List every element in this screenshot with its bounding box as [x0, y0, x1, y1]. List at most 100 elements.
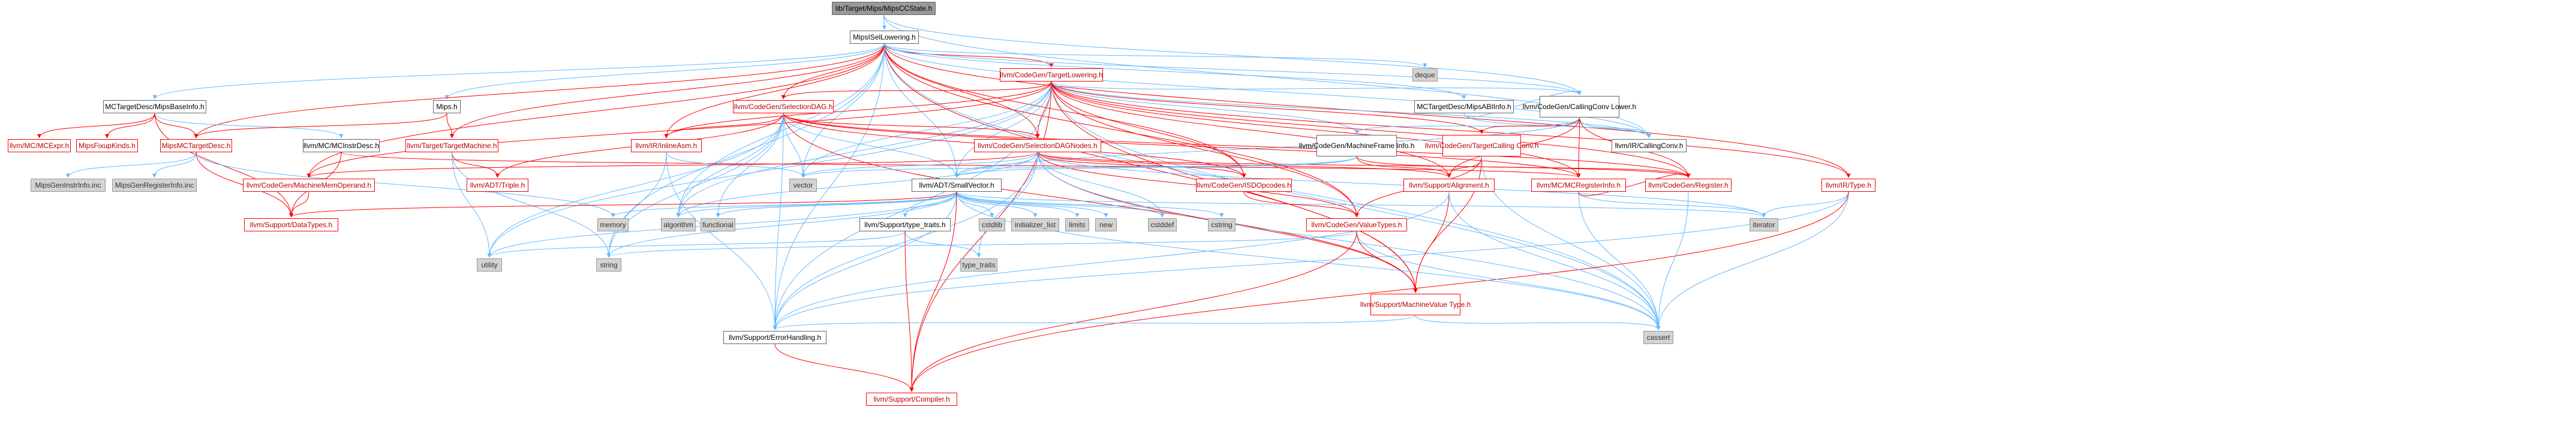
edge-n13-to-n43 — [487, 113, 784, 258]
edge-n25-to-n40 — [956, 191, 1224, 218]
node-machinevaluetype-h[interactable]: llvm/Support/MachineValue Type.h — [1360, 294, 1471, 315]
edge-n4-to-n19 — [1051, 81, 1851, 178]
edge-n25-to-n31 — [611, 191, 957, 218]
edge-n4-to-n14 — [664, 81, 1052, 138]
edge-n22-to-n30 — [289, 191, 309, 218]
node-string: string — [596, 258, 621, 272]
edge-n1-to-n7 — [884, 43, 1582, 95]
edge-n25-to-n39 — [956, 191, 1165, 218]
edge-n28-to-n29 — [1578, 173, 1691, 197]
node-ir-type-h[interactable]: llvm/IR/Type.h — [1821, 179, 1875, 192]
edge-n14-to-n44 — [606, 152, 667, 258]
node-support-alignment-h[interactable]: llvm/Support/Alignment.h — [1403, 179, 1495, 192]
edge-n1-to-n41 — [884, 43, 1359, 218]
edge-n1-to-n48 — [773, 43, 885, 330]
edge-n2-to-n10 — [154, 113, 199, 138]
node-vector: vector — [789, 179, 817, 192]
edge-n19-to-n48 — [773, 191, 1849, 330]
edge-n28-to-n42 — [1578, 191, 1766, 218]
edge-n1-to-n10 — [194, 43, 885, 138]
edge-n1-to-n15 — [884, 43, 1040, 138]
node-support-type-traits-h[interactable]: llvm/Support/type_traits.h — [859, 218, 951, 231]
node-deque: deque — [1412, 68, 1438, 82]
node-cassert: cassert — [1643, 331, 1673, 344]
edge-n25-to-n42 — [956, 191, 1766, 218]
edge-n4-to-n41 — [1051, 81, 1359, 218]
node-smallvector-h[interactable]: llvm/ADT/SmallVector.h — [912, 179, 1002, 192]
node-selectiondagnodes-h[interactable]: llvm/CodeGen/SelectionDAGNodes.h — [974, 139, 1101, 152]
edge-n25-to-n32 — [676, 191, 957, 218]
node-targetlowering-h[interactable]: llvm/CodeGen/TargetLowering.h — [1000, 68, 1103, 82]
edge-n4-to-n29 — [1051, 81, 1691, 178]
edge-n13-to-n25 — [783, 113, 959, 178]
edge-n16-to-n27 — [1356, 156, 1451, 178]
edge-n19-to-n42 — [1762, 191, 1849, 218]
edge-n19-to-n49 — [909, 191, 1849, 392]
node-isdopcodes-h[interactable]: llvm/CodeGen/ISDOpcodes.h — [1196, 179, 1292, 192]
edge-n13-to-n24 — [783, 113, 805, 178]
node-mipsmctargetdesc-h[interactable]: MipsMCTargetDesc.h — [160, 139, 232, 152]
node-mipsfixupkinds-h[interactable]: MipsFixupKinds.h — [76, 139, 138, 152]
node-support-errorhandling-h[interactable]: llvm/Support/ErrorHandling.h — [723, 331, 826, 344]
edge-n1-to-n2 — [152, 43, 885, 100]
edge-n7-to-n25 — [954, 117, 1580, 178]
edge-n34-to-n43 — [487, 231, 906, 258]
edge-n15-to-n47 — [1037, 152, 1661, 330]
edge-n41-to-n46 — [1356, 231, 1418, 293]
edge-n26-to-n41 — [1243, 191, 1359, 218]
node-algorithm: algorithm — [661, 218, 696, 231]
edge-n4-to-n48 — [773, 81, 1052, 330]
node-cstdlib: cstdlib — [979, 218, 1005, 231]
node-adt-triple-h[interactable]: llvm/ADT/Triple.h — [467, 179, 528, 192]
edge-n48-to-n49 — [774, 343, 914, 392]
node-mipsabiinfo-h[interactable]: MCTargetDesc/MipsABIInfo.h — [1414, 100, 1514, 113]
edge-n25-to-n49 — [909, 191, 957, 392]
edge-n1-to-n5 — [884, 43, 1427, 68]
edge-n1-to-n32 — [676, 43, 885, 218]
edge-n0-to-n1 — [882, 14, 886, 30]
edge-n10-to-n21 — [152, 152, 197, 178]
node-initializer-list: initializer_list — [1011, 218, 1059, 231]
edge-n12-to-n44 — [452, 152, 611, 258]
node-ir-callingconv-h[interactable]: llvm/IR/CallingConv.h — [1612, 139, 1687, 152]
node-selectiondag-h[interactable]: llvm/CodeGen/SelectionDAG.h — [733, 100, 834, 113]
node-targetmachine-h[interactable]: llvm/Target/TargetMachine.h — [405, 139, 498, 152]
edge-n4-to-n13 — [781, 81, 1052, 100]
node-callingconvlower-h[interactable]: llvm/CodeGen/CallingConv Lower.h — [1523, 96, 1636, 117]
node-machinememoperand-h[interactable]: llvm/CodeGen/MachineMemOperand.h — [243, 179, 375, 192]
node-targetcallingconv-h[interactable]: llvm/CodeGen/TargetCalling Conv.h — [1425, 135, 1538, 156]
edge-n14-to-n24 — [666, 152, 805, 178]
edge-n4-to-n24 — [801, 81, 1052, 178]
edge-n15-to-n22 — [306, 152, 1038, 178]
edge-n25-to-n37 — [956, 191, 1080, 218]
edge-n0-to-n7 — [883, 14, 1582, 95]
node-mipsbaseinfo-h[interactable]: MCTargetDesc/MipsBaseInfo.h — [103, 100, 206, 113]
edge-n41-to-n44 — [606, 231, 1357, 258]
node-functional: functional — [701, 218, 735, 231]
edge-n2-to-n8 — [37, 113, 155, 138]
node-mcinstrdesc-h[interactable]: llvm/MC/MCInstrDesc.h — [303, 139, 380, 152]
edge-n27-to-n46 — [1413, 191, 1450, 293]
edge-n15-to-n39 — [1037, 152, 1165, 218]
node-codegen-register-h[interactable]: llvm/CodeGen/Register.h — [1645, 179, 1732, 192]
node-support-datatypes-h[interactable]: llvm/Support/DataTypes.h — [244, 218, 338, 231]
node-support-compiler-h[interactable]: llvm/Support/Compiler.h — [866, 393, 957, 406]
edge-n4-to-n47 — [1051, 81, 1661, 330]
node-mips-h[interactable]: Mips.h — [433, 100, 461, 113]
node-mcexpr-h[interactable]: llvm/MC/MCExpr.h — [8, 139, 71, 152]
edge-n4-to-n16 — [1051, 81, 1359, 134]
node-iterator: iterator — [1750, 218, 1778, 231]
edge-n4-to-n32 — [676, 81, 1052, 218]
node-machineframeinfo-h[interactable]: llvm/CodeGen/MachineFrame Info.h — [1299, 135, 1414, 156]
edge-n1-to-n14 — [664, 43, 885, 138]
node-valuetypes-h[interactable]: llvm/CodeGen/ValueTypes.h — [1306, 218, 1407, 231]
edge-n1-to-n4 — [884, 43, 1054, 68]
node-inlineasm-h[interactable]: llvm/IR/InlineAsm.h — [631, 139, 702, 152]
edge-n13-to-n29 — [783, 113, 1691, 178]
edge-n25-to-n44 — [606, 191, 957, 258]
node-mcregisterinfo-h[interactable]: llvm/MC/MCRegisterInfo.h — [1531, 179, 1626, 192]
edge-n4-to-n26 — [1051, 81, 1246, 178]
edge-n34-to-n45 — [904, 231, 981, 258]
node-mipsisellowering-h[interactable]: MipsISelLowering.h — [850, 31, 919, 44]
edge-n4-to-n7 — [1051, 81, 1582, 95]
